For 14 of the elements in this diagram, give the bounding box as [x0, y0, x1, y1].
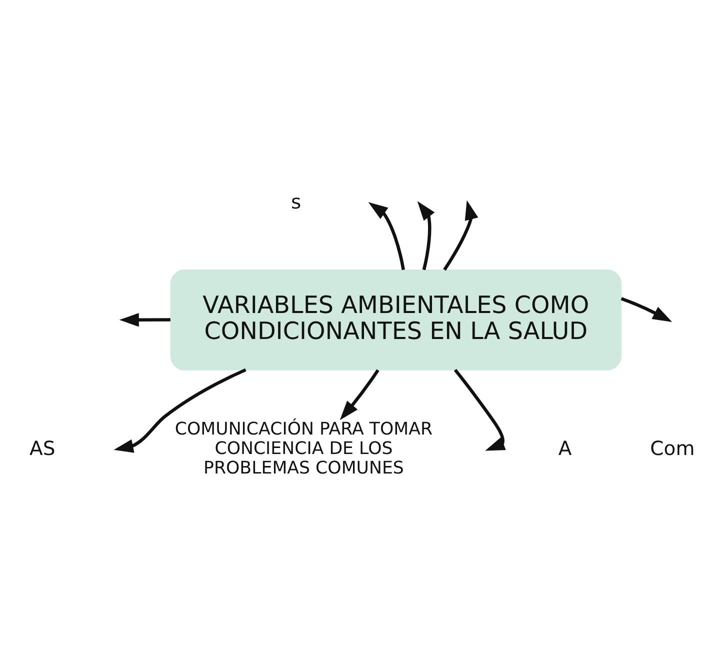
label: s: [291, 190, 302, 214]
arrow: [340, 368, 380, 420]
label: Com: [650, 436, 695, 460]
arrow: [454, 368, 506, 450]
arrow: [119, 312, 170, 326]
label: AS: [29, 436, 56, 460]
arrow: [443, 200, 478, 270]
arrow: [368, 202, 405, 270]
node-box: VARIABLES AMBIENTALES COMO CONDICIONANTES EN LA SALUD: [170, 268, 622, 370]
label: A: [558, 436, 572, 460]
arrow: [417, 200, 435, 270]
node-text: COMUNICACIÓN PARA TOMAR CONCIENCIA DE LOS PROBLEMAS COMUNES: [174, 419, 433, 478]
arrow: [114, 368, 246, 452]
arrow: [620, 296, 672, 322]
